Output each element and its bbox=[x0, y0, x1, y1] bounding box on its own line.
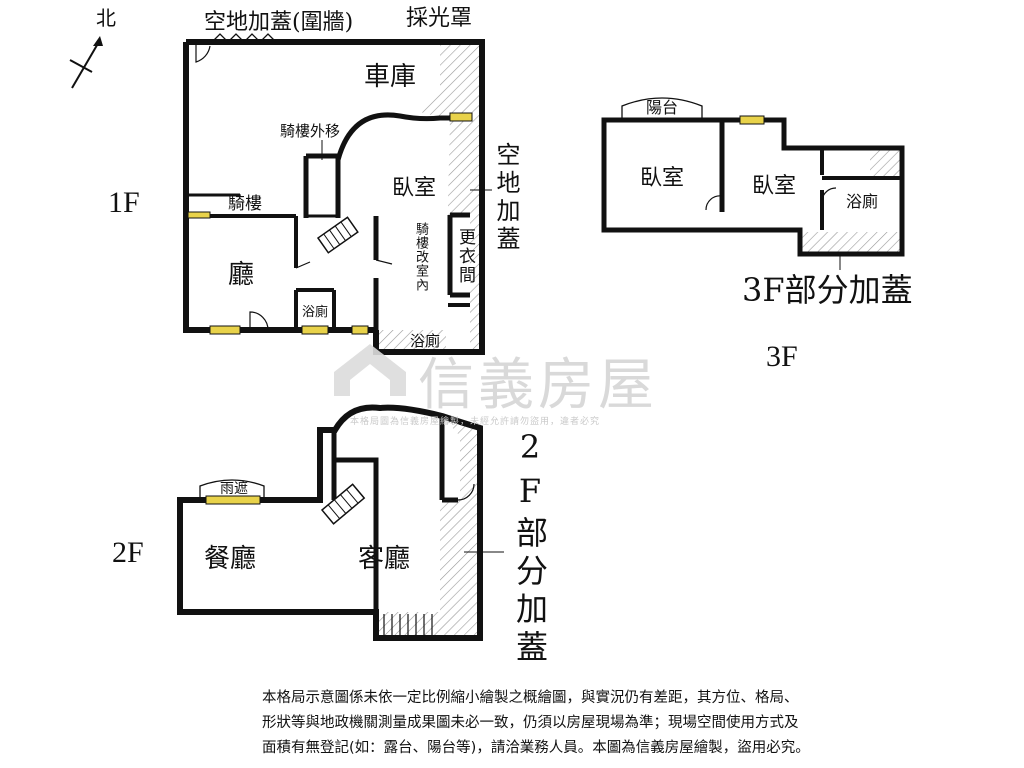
label-arcade-moved: 騎樓外移 bbox=[280, 122, 341, 140]
plan-3f bbox=[601, 97, 905, 270]
floor-label-1f: 1F bbox=[108, 186, 140, 219]
room-bedroom-3f-b: 臥室 bbox=[752, 174, 797, 199]
watermark-notice: 本格局圖為信義房屋繪製，未經允許請勿盜用，違者必究 bbox=[350, 417, 601, 427]
room-bedroom-1f: 臥室 bbox=[392, 176, 437, 201]
hatch-bath-1f bbox=[376, 330, 446, 352]
room-living-1f: 廳 bbox=[228, 260, 255, 290]
north-arrow-icon bbox=[69, 36, 103, 89]
floor-label-3f: 3F bbox=[766, 340, 798, 373]
disclaimer: 本格局示意圖係未依一定比例縮小繪製之概繪圖，與實況仍有差距，其方位、格局、 形狀… bbox=[262, 686, 962, 761]
disclaimer-line-3: 面積有無登記(如：露台、陽台等)，請洽業務人員。本圖為信義房屋繪製，盜用必究。 bbox=[262, 740, 810, 756]
disclaimer-line-2: 形狀等與地政機關測量成果圖未必一致，仍須以房屋現場為準；現場空間使用方式及 bbox=[262, 715, 799, 731]
room-bath-1f: 浴廁 bbox=[410, 332, 441, 350]
north-label: 北 bbox=[96, 6, 116, 30]
label-rain-shelter: 雨遮 bbox=[220, 481, 248, 497]
label-arcade-converted: 騎樓改室內 bbox=[413, 222, 428, 292]
watermark-brand: 信義房屋 bbox=[418, 353, 658, 418]
room-garage: 車庫 bbox=[364, 62, 417, 92]
room-bedroom-3f-a: 臥室 bbox=[640, 166, 685, 191]
label-balcony: 陽台 bbox=[646, 98, 679, 117]
room-dressing: 更衣間 bbox=[455, 228, 475, 285]
label-2f-partial-extension: 2F部分加蓋 bbox=[511, 428, 549, 668]
room-bath-3f: 浴廁 bbox=[846, 192, 879, 211]
plan-2f bbox=[177, 404, 504, 641]
label-side-extension: 空地加蓋 bbox=[492, 142, 520, 254]
disclaimer-line-1: 本格局示意圖係未依一定比例縮小繪製之概繪圖，與實況仍有差距，其方位、格局、 bbox=[262, 690, 799, 706]
room-arcade: 騎樓 bbox=[228, 194, 262, 214]
plan-1f bbox=[183, 33, 492, 355]
room-living-2f: 客廳 bbox=[358, 544, 411, 574]
label-3f-partial-extension: 3F部分加蓋 bbox=[742, 271, 913, 309]
room-bath-small-1f: 浴廁 bbox=[302, 305, 329, 320]
floor-label-2f: 2F bbox=[112, 536, 144, 569]
watermark-logo-icon bbox=[334, 344, 406, 396]
hatch-area-2f bbox=[440, 416, 480, 636]
label-vacant-extension: 空地加蓋(圍牆) bbox=[204, 10, 354, 35]
room-dining: 餐廳 bbox=[204, 544, 257, 574]
label-skylight: 採光罩 bbox=[406, 6, 473, 31]
